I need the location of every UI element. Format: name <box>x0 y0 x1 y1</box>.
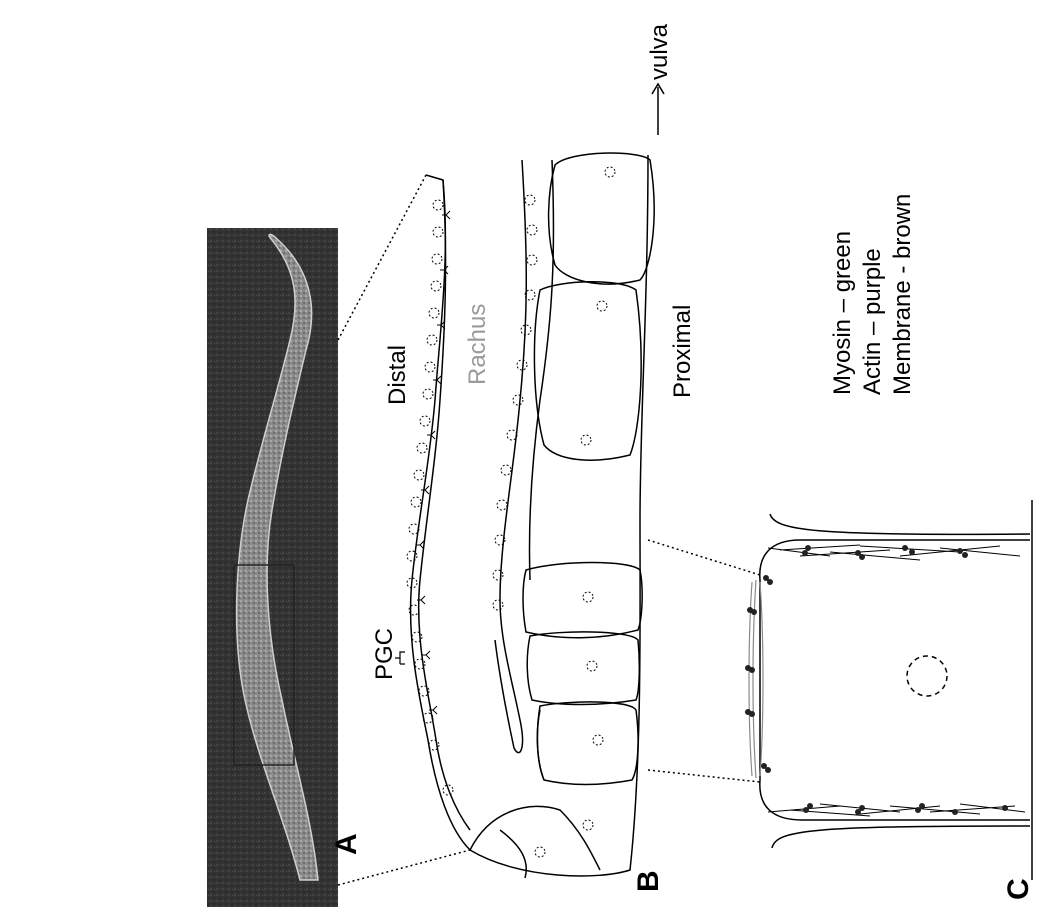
actin-filaments <box>768 545 1025 816</box>
nucleus <box>907 656 947 696</box>
outer-membrane-bottom <box>772 826 1030 848</box>
zoom-line-top <box>338 175 426 340</box>
oocyte-5 <box>537 702 638 785</box>
legend-membrane: Membrane - brown <box>889 194 916 395</box>
panel-label-a: A <box>330 833 363 855</box>
micrograph-background <box>207 228 338 907</box>
oocyte-1 <box>549 153 655 284</box>
cell-membrane-bottom <box>760 780 1030 820</box>
panel-c-cortex <box>760 500 1032 880</box>
legend-actin: Actin – purple <box>859 248 886 395</box>
legend-myosin: Myosin – green <box>829 231 856 395</box>
panel-a-micrograph <box>207 228 338 907</box>
zoom-line-c-top <box>648 540 760 575</box>
pgc-label: PGC <box>371 628 398 680</box>
vulva-label: vulva <box>646 23 673 80</box>
oocyte-4 <box>527 632 639 705</box>
outer-membrane-top <box>770 514 1030 534</box>
oocyte-lane-wall <box>529 160 553 580</box>
panel-label-c: C <box>1002 878 1035 900</box>
zoom-line-c-bottom <box>648 770 760 782</box>
panel-label-b: B <box>632 870 665 892</box>
proximal-label: Proximal <box>669 305 696 398</box>
rachis-band <box>495 160 526 753</box>
rachus-label: Rachus <box>464 304 491 385</box>
cell-membrane-top <box>760 540 1030 580</box>
oocyte-5-edge <box>537 710 544 780</box>
distal-label: Distal <box>384 345 411 405</box>
panel-b-gonad-schematic <box>411 153 655 878</box>
myosin-motors <box>745 545 1008 815</box>
loop-cell-boundary-2 <box>500 830 526 878</box>
oocyte-3 <box>523 563 642 638</box>
